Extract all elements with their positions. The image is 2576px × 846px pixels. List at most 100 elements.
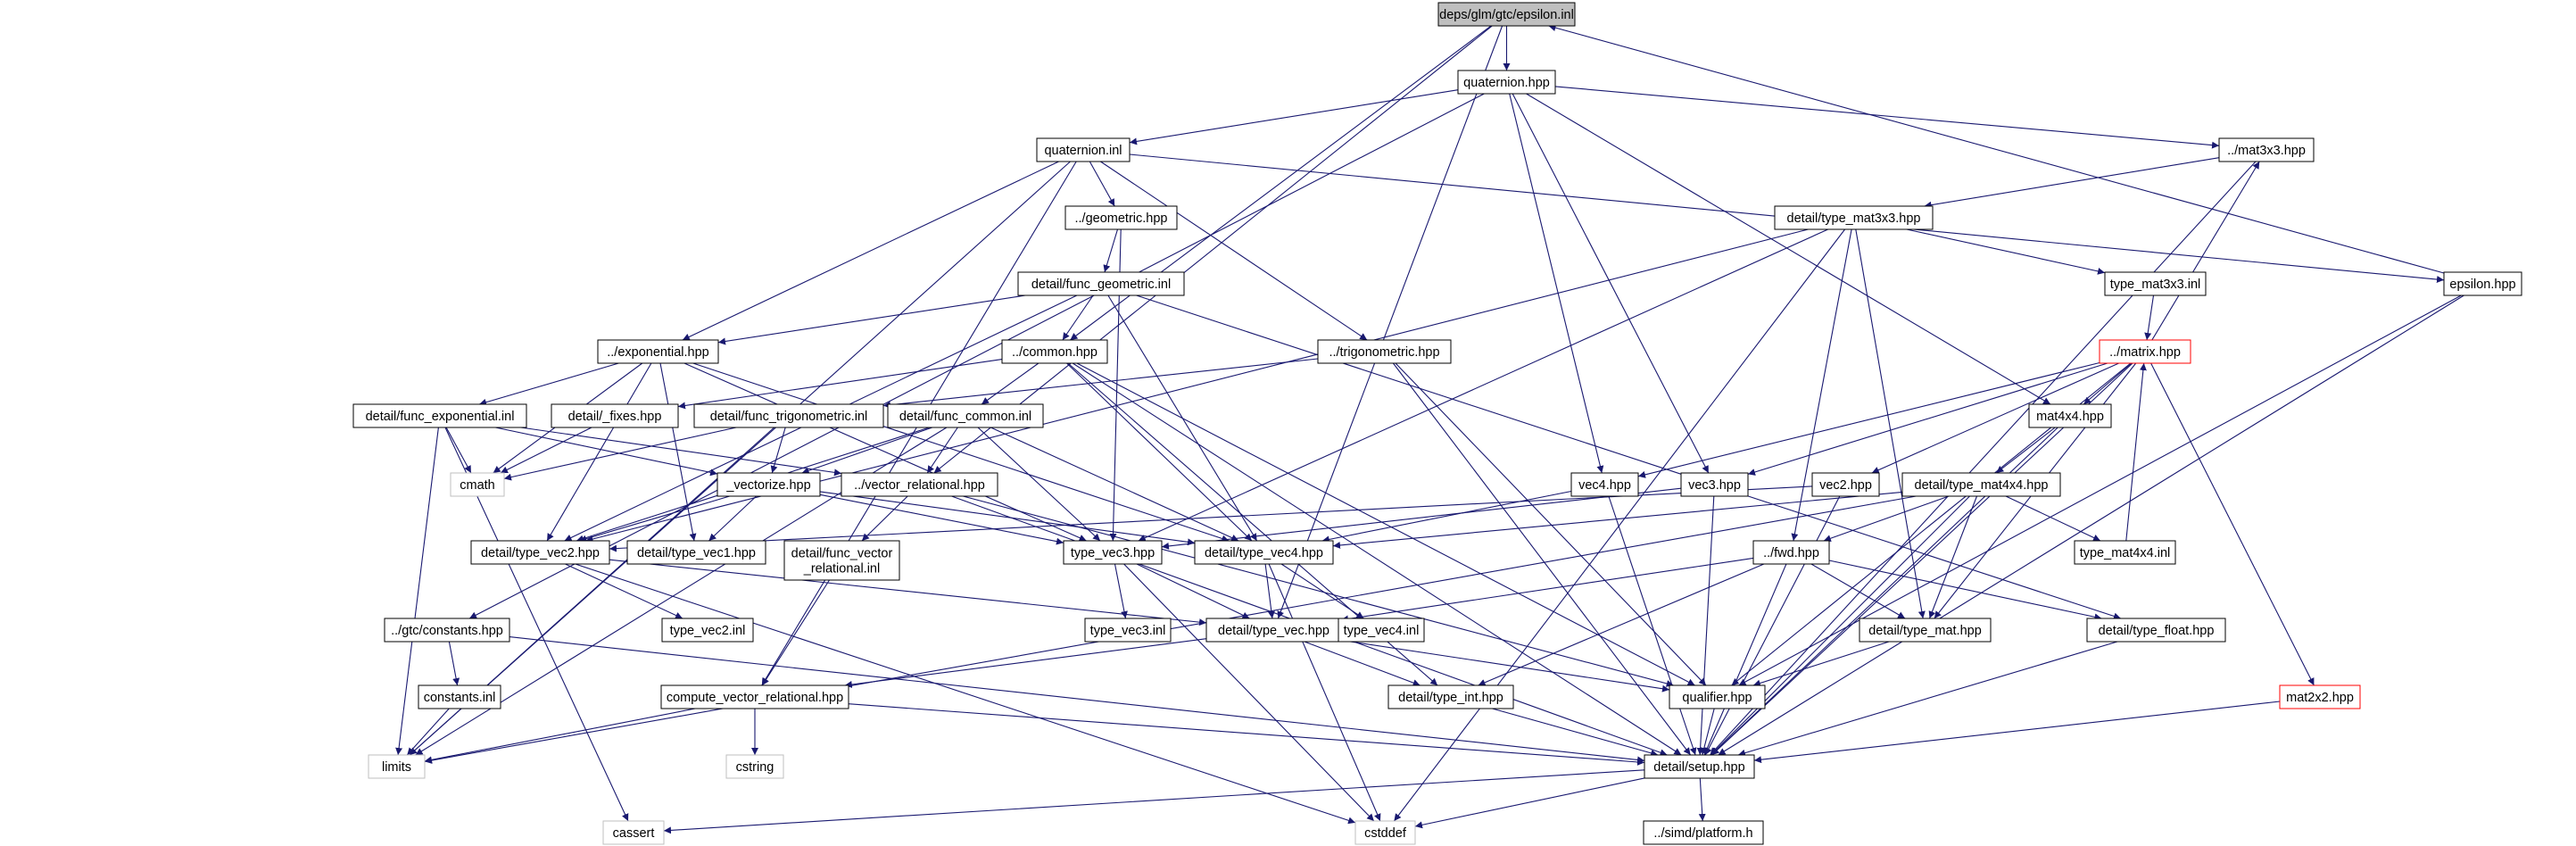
node-type-mat4x4-inl[interactable]: type_mat4x4.inl [2074, 540, 2176, 565]
edge-type_mat4x4_hpp-to-fwd_hpp [1823, 495, 1950, 543]
edge-func_trigonometric_inl-to-vectorize_hpp [770, 427, 786, 474]
node-setup-hpp[interactable]: detail/setup.hpp [1644, 754, 1755, 779]
edge-type_vec4_hpp-to-type_vec4_inl [1280, 563, 1364, 619]
node-type-mat-hpp[interactable]: detail/type_mat.hpp [1859, 618, 1992, 643]
node-box [2086, 618, 2226, 643]
node-box [1036, 137, 1131, 162]
node-constants-inl[interactable]: constants.inl [418, 684, 501, 709]
node-label: type_mat4x4.inl [2080, 546, 2171, 560]
edge-quaternion_hpp-to-mat4x4_hpp [1526, 93, 2051, 405]
edge-common_hpp-to-type_vec4_hpp [1066, 362, 1253, 542]
node-func-vector-relational-inl[interactable]: detail/func_vector_relational.inl [783, 540, 900, 581]
node-label: detail/type_mat4x4.hpp [1915, 478, 2049, 493]
node-func-trigonometric-inl[interactable]: detail/func_trigonometric.inl [693, 403, 884, 428]
node-fixes-hpp[interactable]: detail/_fixes.hpp [551, 403, 679, 428]
node-type-vec4-hpp[interactable]: detail/type_vec4.hpp [1194, 540, 1334, 565]
node-box [1752, 540, 1830, 565]
edge-trigonometric_hpp-to-qualifier_hpp [1395, 362, 1707, 686]
node-box [693, 403, 884, 428]
edge-exponential_hpp-to-type_vec1_hpp [659, 362, 697, 542]
edge-type_mat_hpp-to-qualifier_hpp [1752, 641, 1890, 687]
edge-quaternion_hpp-to-gtc_constants_hpp [468, 93, 1485, 619]
node-qualifier-hpp[interactable]: qualifier.hpp [1669, 684, 1766, 709]
edge-matrix_hpp-to-mat3x3_hpp [2151, 161, 2260, 341]
node-box [2028, 403, 2112, 428]
dependency-edges [395, 24, 2464, 834]
node-func-geometric-inl[interactable]: detail/func_geometric.inl [1017, 271, 1185, 296]
node-fwd-hpp[interactable]: ../fwd.hpp [1752, 540, 1830, 565]
node-mat2x2-hpp[interactable]: mat2x2.hpp [2279, 684, 2361, 709]
node-type-vec4-inl[interactable]: type_vec4.inl [1338, 618, 1425, 643]
node-type-vec2-hpp[interactable]: detail/type_vec2.hpp [470, 540, 610, 565]
node-exponential-hpp[interactable]: ../exponential.hpp [597, 339, 719, 364]
node-type-float-hpp[interactable]: detail/type_float.hpp [2086, 618, 2226, 643]
node-box [470, 540, 610, 565]
edge-vectorize_hpp-to-type_vec1_hpp [708, 495, 757, 542]
node-label: mat2x2.hpp [2286, 691, 2354, 705]
edge-matrix_hpp-to-vec3_hpp [1747, 362, 2108, 476]
node-matrix-hpp[interactable]: ../matrix.hpp [2099, 339, 2191, 364]
node-epsilon-hpp[interactable]: epsilon.hpp [2443, 271, 2522, 296]
node-box [841, 472, 998, 497]
file-nodes: deps/glm/gtc/epsilon.inl quaternion.hpp qu… [352, 2, 2522, 845]
node-box [1063, 540, 1163, 565]
edge-vec2_hpp-to-setup_hpp [1704, 495, 1841, 756]
edge-setup_hpp-to-platform_h [1698, 777, 1706, 822]
edge-type_vec3_hpp-to-type_vec_hpp [1136, 563, 1250, 619]
node-box [1570, 472, 1639, 497]
node-type-vec-hpp[interactable]: detail/type_vec.hpp [1205, 618, 1342, 643]
node-type-vec3-inl[interactable]: type_vec3.inl [1084, 618, 1172, 643]
node-compute-vector-relational-hpp[interactable]: compute_vector_relational.hpp [660, 684, 849, 709]
node-type-vec3-hpp[interactable]: type_vec3.hpp [1063, 540, 1163, 565]
edge-func_exponential_inl-to-limits [395, 427, 439, 756]
node-box [1811, 472, 1880, 497]
node-label: detail/type_mat.hpp [1868, 624, 1982, 638]
node-box [597, 339, 719, 364]
node-label: compute_vector_relational.hpp [667, 691, 843, 705]
node-label: ../common.hpp [1012, 345, 1097, 360]
edge-matrix_hpp-to-setup_hpp [1711, 362, 2133, 756]
node-box [352, 403, 527, 428]
node-root[interactable]: deps/glm/gtc/epsilon.inl [1437, 2, 1576, 27]
edge-setup_hpp-to-cassert [663, 769, 1645, 834]
node-type-int-hpp[interactable]: detail/type_int.hpp [1387, 684, 1514, 709]
edge-type_int_hpp-to-setup_hpp [1492, 708, 1659, 757]
node-vectorize-hpp[interactable]: _vectorize.hpp [716, 472, 821, 497]
edge-fwd_hpp-to-type_vec_hpp [1340, 557, 1754, 623]
edge-func_exponential_inl-to-vectorize_hpp [495, 427, 718, 477]
edge-epsilon_hpp-to-root [1548, 24, 2445, 274]
node-quaternion-inl[interactable]: quaternion.inl [1036, 137, 1131, 162]
node-type-vec1-hpp[interactable]: detail/type_vec1.hpp [626, 540, 766, 565]
node-type-mat4x4-hpp[interactable]: detail/type_mat4x4.hpp [1901, 472, 2061, 497]
edge-type_mat4x4_hpp-to-type_vec4_hpp [1332, 491, 1903, 549]
edge-type_mat3x3_hpp-to-cstddef [1393, 228, 1846, 822]
edge-func_exponential_inl-to-vector_relational_hpp [520, 427, 842, 477]
node-label: detail/type_mat3x3.hpp [1787, 212, 1921, 226]
node-quaternion-hpp[interactable]: quaternion.hpp [1457, 70, 1556, 95]
node-mat4x4-hpp[interactable]: mat4x4.hpp [2028, 403, 2112, 428]
node-gtc-constants-hpp[interactable]: ../gtc/constants.hpp [384, 618, 510, 643]
edge-func_geometric_inl-to-common_hpp [1062, 294, 1094, 341]
node-label: type_vec4.inl [1344, 624, 1420, 638]
edge-setup_hpp-to-cstddef [1414, 777, 1645, 829]
node-vector-relational-hpp[interactable]: ../vector_relational.hpp [841, 472, 998, 497]
edge-type_vec3_hpp-to-type_vec3_inl [1114, 563, 1128, 619]
node-type-vec2-inl[interactable]: type_vec2.inl [661, 618, 754, 643]
edge-exponential_hpp-to-type_vec4_hpp [692, 362, 1230, 543]
node-common-hpp[interactable]: ../common.hpp [1001, 339, 1108, 364]
edge-func_vector_relational_inl-to-compute_vector_relational_hpp [761, 579, 830, 686]
node-func-exponential-inl[interactable]: detail/func_exponential.inl [352, 403, 527, 428]
node-func-common-inl[interactable]: detail/func_common.inl [887, 403, 1044, 428]
node-trigonometric-hpp[interactable]: ../trigonometric.hpp [1317, 339, 1452, 364]
node-vec4-hpp[interactable]: vec4.hpp [1570, 472, 1639, 497]
node-type-mat3x3-hpp[interactable]: detail/type_mat3x3.hpp [1774, 205, 1934, 230]
node-box [1643, 820, 1764, 845]
node-geometric-hpp[interactable]: ../geometric.hpp [1064, 205, 1178, 230]
node-label: mat4x4.hpp [2036, 410, 2104, 424]
node-box [887, 403, 1044, 428]
node-vec3-hpp[interactable]: vec3.hpp [1680, 472, 1749, 497]
node-type-mat3x3-inl[interactable]: type_mat3x3.inl [2104, 271, 2207, 296]
node-mat3x3-hpp[interactable]: ../mat3x3.hpp [2218, 137, 2315, 162]
node-vec2-hpp[interactable]: vec2.hpp [1811, 472, 1880, 497]
node-platform-h[interactable]: ../simd/platform.h [1643, 820, 1764, 845]
